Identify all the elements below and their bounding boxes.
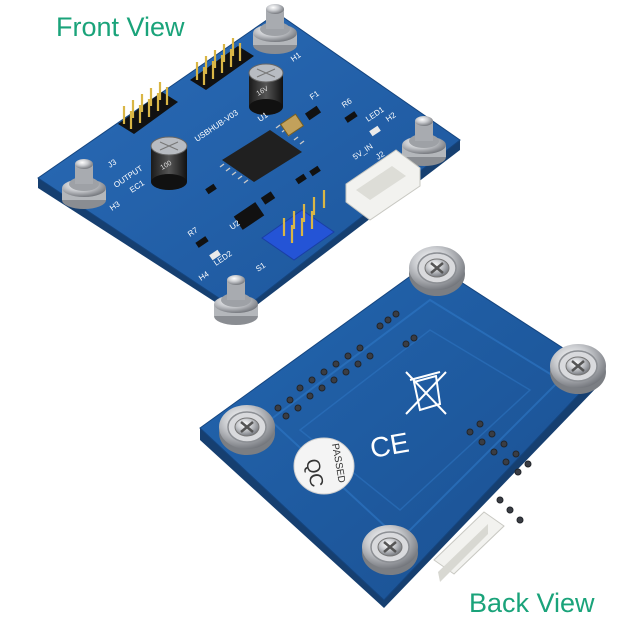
back-screw-top [407, 244, 467, 298]
capacitor-ec1: 100 [150, 136, 188, 190]
back-screw-left [217, 403, 277, 457]
output-header-left [118, 82, 178, 134]
qc-text: QC [301, 457, 327, 489]
front-view-label: Front View [56, 12, 185, 42]
fuse-f1 [304, 105, 322, 121]
output-header-right [190, 38, 254, 90]
back-connector [433, 511, 505, 582]
5v-input-connector [345, 149, 421, 221]
front-board: 100 16V [37, 4, 461, 325]
led1 [369, 125, 381, 137]
ce-mark: CE [368, 427, 412, 464]
silk-j1: J1 [178, 59, 190, 71]
crystal [279, 113, 305, 137]
weee-bin-symbol [405, 371, 447, 415]
solder-pads [274, 310, 532, 524]
back-screw-bottom [360, 523, 420, 577]
back-view-label: Back View [469, 588, 595, 618]
jumper-header [261, 190, 335, 261]
standoff-h1 [253, 4, 297, 54]
back-screw-right [548, 342, 608, 396]
resistor-r7 [195, 236, 209, 248]
led2 [209, 249, 221, 261]
qc-passed-sticker: QC PASSED [293, 437, 355, 495]
resistor-r6 [344, 111, 358, 123]
capacitor-ec1-value: 100 [160, 160, 174, 172]
capacitor-ec2: 16V [248, 63, 284, 115]
back-board: CE QC PASSED [199, 244, 608, 608]
